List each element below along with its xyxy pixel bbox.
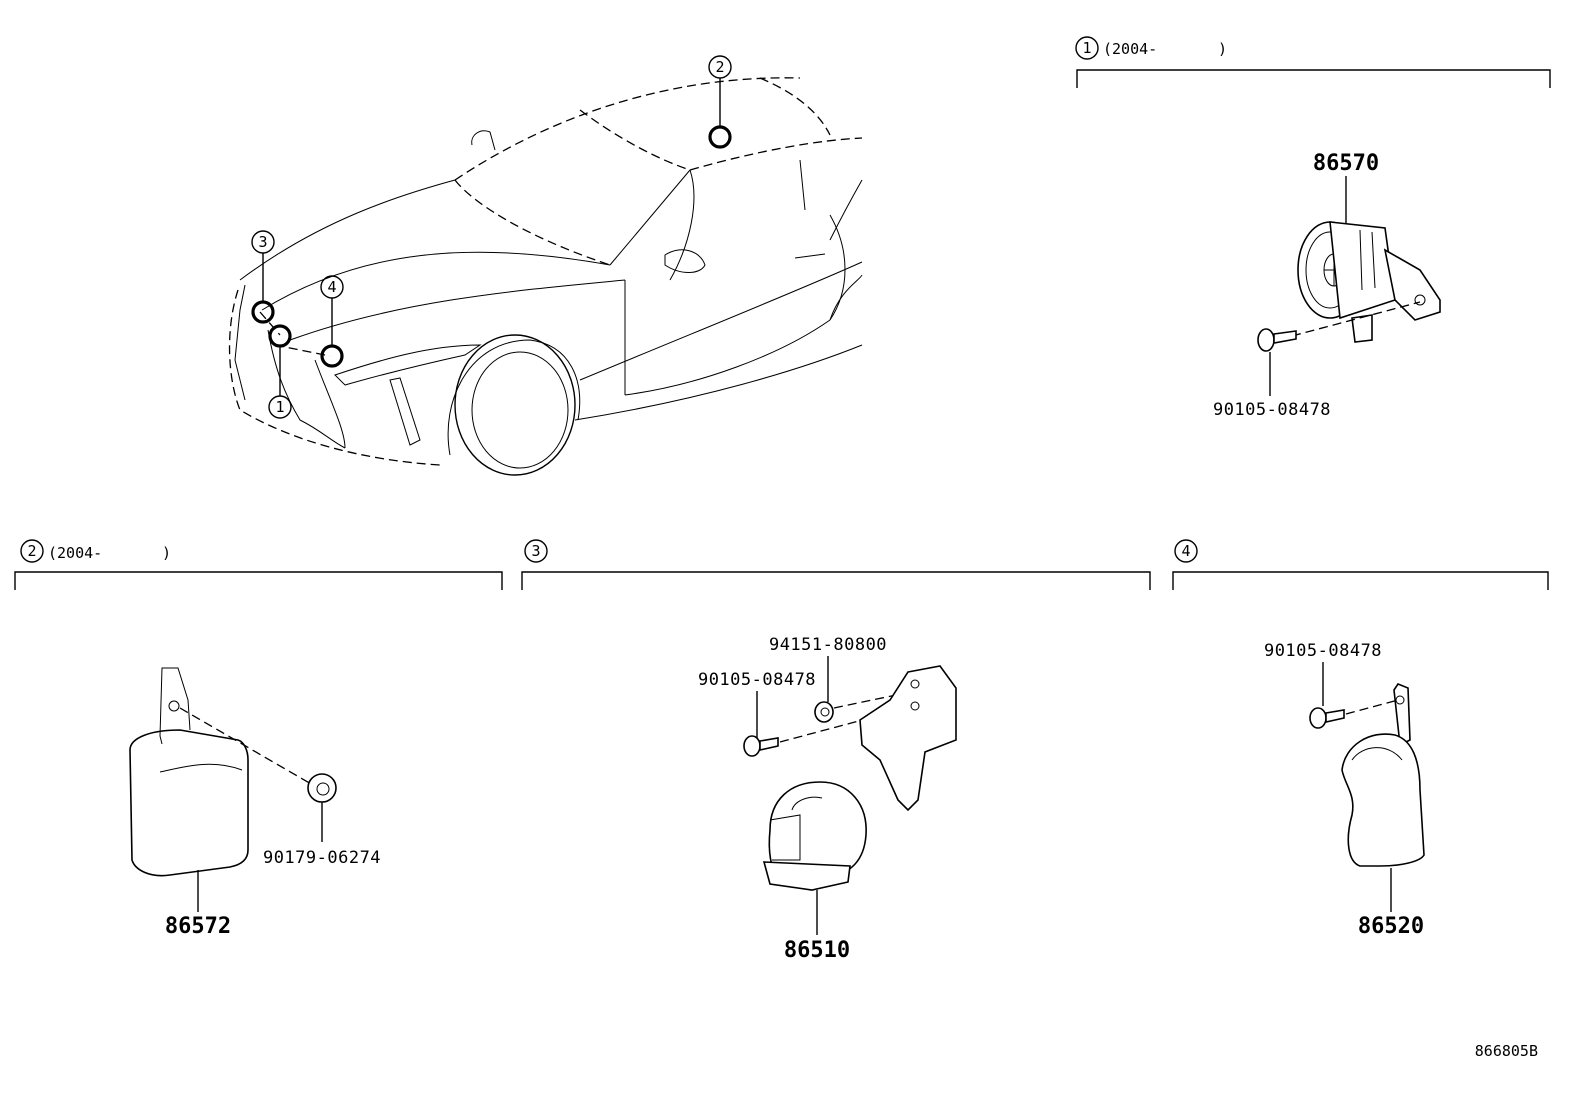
part-86510-bolt-label: 90105-08478: [698, 670, 816, 690]
callout-4-label: 4: [327, 278, 336, 296]
horn-86570-drawing: [1297, 221, 1441, 343]
section-3-number: 3: [531, 542, 540, 560]
car-overview: 2 3 4 1: [228, 55, 863, 476]
section-2: 2 (2004- ) 90179-06274 86572: [14, 539, 503, 939]
part-86510-label: 86510: [784, 938, 850, 963]
section-1: 1 (2004- ) 86570 90105-08478: [1075, 36, 1551, 420]
section-4: 4 90105-08478 86520: [1172, 539, 1549, 939]
section-1-note: (2004-: [1103, 40, 1157, 58]
callout-1-label: 1: [275, 398, 284, 416]
part-86572-nut-label: 90179-06274: [263, 848, 381, 868]
callout-3-label: 3: [258, 233, 267, 251]
section-2-number: 2: [27, 542, 36, 560]
part-86570-label: 86570: [1313, 151, 1379, 176]
section-2-close: ): [162, 544, 171, 562]
part-86520-label: 86520: [1358, 914, 1424, 939]
horn-86520-drawing: [1341, 683, 1425, 867]
section-2-note: (2004-: [48, 544, 102, 562]
nut-86510-drawing: [814, 701, 834, 723]
bolt-86570-drawing: [1257, 328, 1297, 352]
diagram-id: 866805B: [1475, 1042, 1538, 1060]
bolt-86510-drawing: [743, 735, 779, 757]
horn-86510-drawing: [762, 665, 957, 891]
part-86570-bolt-label: 90105-08478: [1213, 400, 1331, 420]
part-86572-label: 86572: [165, 914, 231, 939]
callout-2-label: 2: [715, 58, 724, 76]
section-3: 3 94151-80800 90105-08478 86510: [521, 539, 1151, 963]
part-86510-nut-label: 94151-80800: [769, 635, 887, 655]
part-86520-bolt-label: 90105-08478: [1264, 641, 1382, 661]
section-1-number: 1: [1082, 39, 1091, 57]
bolt-86520-drawing: [1309, 707, 1345, 729]
section-1-close: ): [1218, 40, 1227, 58]
section-4-number: 4: [1181, 542, 1190, 560]
nut-86572-drawing: [307, 773, 337, 803]
unit-86572-drawing: [129, 667, 249, 877]
